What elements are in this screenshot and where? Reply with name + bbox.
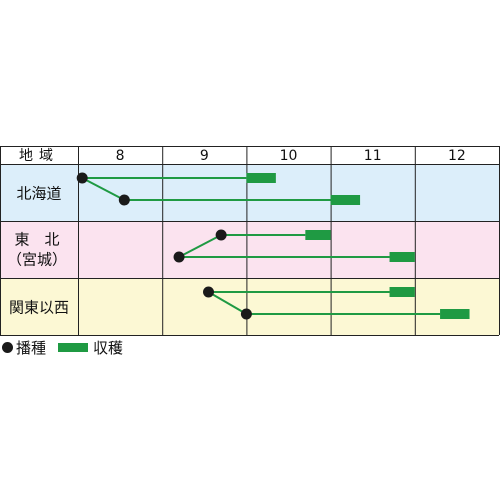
harvest-bar	[246, 173, 276, 183]
harvest-bar	[389, 287, 415, 297]
sowing-connector-line	[81, 177, 125, 201]
sowing-dot	[203, 286, 215, 298]
region-label-line: （宮城）	[7, 251, 67, 269]
month-header-9: 9	[200, 148, 209, 164]
legend-sowing-label: 播種	[16, 338, 47, 357]
legend-harvest-label: 収穫	[93, 338, 124, 357]
region-background	[0, 164, 499, 221]
header-background	[0, 146, 499, 164]
sowing-dot	[215, 229, 227, 241]
region-backgrounds	[0, 146, 499, 335]
header-region-label: 地域	[19, 148, 59, 164]
harvest-bar	[389, 252, 415, 262]
month-header-8: 8	[116, 148, 125, 164]
harvest-bar	[440, 309, 470, 319]
region-background	[0, 278, 499, 335]
sowing-connector-line	[208, 291, 247, 315]
sowing-dot	[76, 172, 88, 184]
region-label-line: 東 北	[14, 231, 59, 249]
sowing-dot	[118, 194, 130, 206]
region-label: 北海道	[16, 185, 61, 203]
sowing-dot	[240, 308, 252, 320]
legend: 播種 収穫	[2, 337, 123, 357]
month-header-10: 10	[280, 148, 298, 164]
harvest-bar	[330, 195, 361, 205]
harvest-bar-icon	[58, 342, 89, 352]
sowing-dot-icon	[2, 341, 13, 353]
region-label: 関東以西	[9, 299, 69, 317]
schedule-marks	[76, 172, 470, 320]
sowing-connector-line	[178, 234, 222, 258]
month-header-11: 11	[364, 148, 382, 164]
sowing-dot	[173, 251, 185, 263]
harvest-bar	[305, 230, 331, 240]
region-background	[0, 221, 499, 278]
month-header-12: 12	[448, 148, 466, 164]
